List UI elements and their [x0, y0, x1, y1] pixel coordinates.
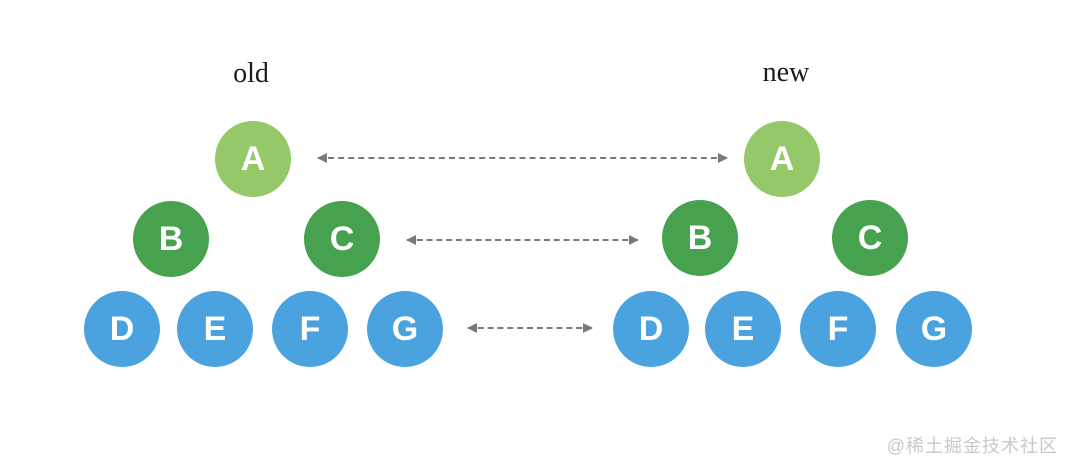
node-label: C: [857, 218, 883, 257]
tree-node-new-a: A: [744, 121, 820, 197]
node-label: F: [299, 309, 321, 348]
mapping-arrow-oldC-newB: [406, 235, 639, 245]
node-label: D: [109, 309, 135, 348]
watermark-text: @稀土掘金技术社区: [886, 436, 1058, 456]
tree-node-new-c: C: [832, 200, 908, 276]
tree-node-old-c: C: [304, 201, 380, 277]
node-label: B: [687, 218, 713, 257]
tree-title-old: old: [233, 58, 269, 89]
tree-node-new-g: G: [896, 291, 972, 367]
node-label: G: [920, 309, 948, 348]
tree-node-old-d: D: [84, 291, 160, 367]
node-label: A: [240, 139, 266, 178]
tree-node-new-b: B: [662, 200, 738, 276]
node-label: C: [329, 219, 355, 258]
mapping-arrow-oldG-newD: [467, 323, 593, 333]
node-label: E: [203, 309, 227, 348]
node-label: G: [391, 309, 419, 348]
node-label: D: [638, 309, 664, 348]
tree-node-new-e: E: [705, 291, 781, 367]
mapping-arrow-oldA-newA: [317, 153, 728, 163]
tree-node-old-g: G: [367, 291, 443, 367]
node-label: F: [827, 309, 849, 348]
tree-node-old-a: A: [215, 121, 291, 197]
node-label: A: [769, 139, 795, 178]
tree-node-old-b: B: [133, 201, 209, 277]
tree-node-old-f: F: [272, 291, 348, 367]
tree-node-new-f: F: [800, 291, 876, 367]
tree-title-new: new: [762, 57, 810, 88]
tree-node-old-e: E: [177, 291, 253, 367]
tree-node-new-d: D: [613, 291, 689, 367]
node-label: E: [731, 309, 755, 348]
node-label: B: [158, 219, 184, 258]
